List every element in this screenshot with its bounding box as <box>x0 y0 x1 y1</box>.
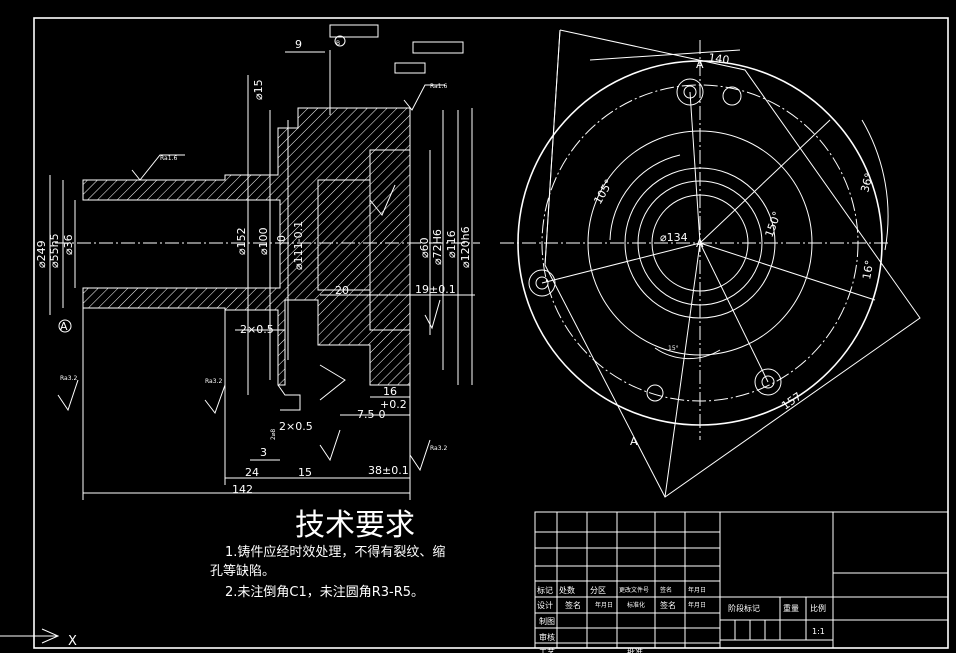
tb-draw: 制图 <box>539 616 555 626</box>
note-line-3: 2.未注倒角C1，未注圆角R3-R5。 <box>225 585 424 600</box>
dim-19: 19±0.1 <box>415 283 456 296</box>
dim-02: +0.2 <box>380 398 407 411</box>
dim-15: 15 <box>298 466 312 479</box>
tb-stage: 阶段标记 <box>728 603 760 613</box>
dim-24: 24 <box>245 466 259 479</box>
dim-75: 7.5-0 <box>357 408 385 421</box>
note-line-2: 孔等缺陷。 <box>210 563 275 579</box>
dim-3: 3 <box>260 446 267 459</box>
tb-date3: 年月日 <box>688 601 706 609</box>
tb-standard: 标准化 <box>627 601 645 609</box>
ra-right: Ra1.6 <box>430 83 447 90</box>
dim-d100: ⌀100 <box>257 227 270 255</box>
datum-a-symbol <box>58 319 72 333</box>
dim-d116: ⌀116 <box>445 230 458 258</box>
dim-157: 157 <box>779 390 804 413</box>
dim-d249: ⌀249 <box>35 240 48 268</box>
tb-date2: 年月日 <box>595 601 613 609</box>
dim-16deg: 16° <box>860 259 876 280</box>
dim-d152: ⌀152 <box>235 227 248 255</box>
note-line-1: 1.铸件应经时效处理，不得有裂纹、缩 <box>225 544 445 560</box>
dim-2x05b: 2×0.5 <box>279 420 313 433</box>
label-a-center: A <box>696 237 704 250</box>
bolt-hole-left <box>528 269 556 297</box>
ra-bottom: Ra3.2 <box>430 445 447 452</box>
tolerance-frame-3 <box>394 62 426 74</box>
tb-weight: 重量 <box>783 603 799 613</box>
tolerance-frame-2 <box>412 41 464 54</box>
title-block: 标记 处数 分区 更改文件号 签名 年月日 设计 签名 年月日 标准化 签名 年… <box>534 511 949 653</box>
tolerance-frame-1 <box>329 24 379 38</box>
bolt-hole-top <box>676 78 704 106</box>
tb-mark: 标记 <box>537 585 553 595</box>
tb-sign1: 签名 <box>660 586 672 594</box>
dim-d60: ⌀60 <box>418 237 431 258</box>
datum-a-label: A <box>60 320 68 333</box>
dim-2x05a: 2×0.5 <box>240 323 274 336</box>
dim-d15: ⌀15 <box>252 79 265 100</box>
dim-20: 20 <box>335 284 349 297</box>
dim-150deg: 150° <box>763 210 784 239</box>
counterbore <box>369 149 411 331</box>
dim-zero: 0 <box>275 235 288 242</box>
dim-9: 9 <box>295 38 302 51</box>
label-a-top: A <box>696 58 704 71</box>
dim-d36: ⌀36 <box>62 234 75 255</box>
tb-process: 工艺 <box>539 648 555 653</box>
dim-36deg: 36° <box>858 172 876 194</box>
ra-top: Ra1.6 <box>160 155 177 162</box>
tb-change-doc: 更改文件号 <box>619 586 649 594</box>
pin-hole-bottom <box>646 384 664 402</box>
tb-date1: 年月日 <box>688 586 706 594</box>
tb-check: 审核 <box>539 632 555 642</box>
dim-d55h5: ⌀55h5 <box>48 233 61 268</box>
dim-d134: ⌀134 <box>660 231 688 244</box>
dim-105deg: 105° <box>591 177 616 206</box>
tech-requirements-title: 技术要求 <box>295 508 415 543</box>
dim-d120h6: ⌀120h6 <box>459 226 472 268</box>
dim-16: 16 <box>383 385 397 398</box>
dim-140: 140 <box>708 51 731 67</box>
pin-hole-top <box>722 86 742 106</box>
label-a-bottom: A <box>630 435 638 448</box>
ucs-x-label: X <box>68 634 77 649</box>
dim-2d8: 2⌀8 <box>270 429 277 440</box>
tb-sign2: 签名 <box>565 600 581 610</box>
tb-scale-value: 1:1 <box>812 627 825 636</box>
datum-b-label: B <box>336 40 340 47</box>
ucs-icon: X <box>0 628 77 649</box>
tb-zone: 分区 <box>590 586 606 595</box>
tb-count: 处数 <box>559 585 575 595</box>
dim-d111: ⌀111-0.1 <box>292 221 305 270</box>
dim-38: 38±0.1 <box>368 464 409 477</box>
drawing-border <box>33 17 949 649</box>
ra-mid: Ra3.2 <box>205 378 222 385</box>
dim-15deg: 15° <box>668 345 679 352</box>
tb-approve: 批准 <box>627 647 643 653</box>
section-hatch <box>82 107 411 386</box>
tb-sign3: 签名 <box>660 600 676 610</box>
section-view: ⌀249 ⌀55h5 ⌀36 ⌀152 ⌀100 0 ⌀111-0.1 ⌀60 … <box>35 24 480 500</box>
datum-b-symbol <box>334 35 346 47</box>
ra-left: Ra3.2 <box>60 375 77 382</box>
tb-scale: 比例 <box>810 603 826 613</box>
tb-design: 设计 <box>537 600 553 610</box>
dim-d72h6: ⌀72H6 <box>431 229 444 265</box>
bolt-hole-bottom <box>754 368 782 396</box>
front-view: 140 105° 150° 36° ⌀134 16° 15° 157 A A A <box>500 29 921 498</box>
dim-142: 142 <box>232 483 253 496</box>
